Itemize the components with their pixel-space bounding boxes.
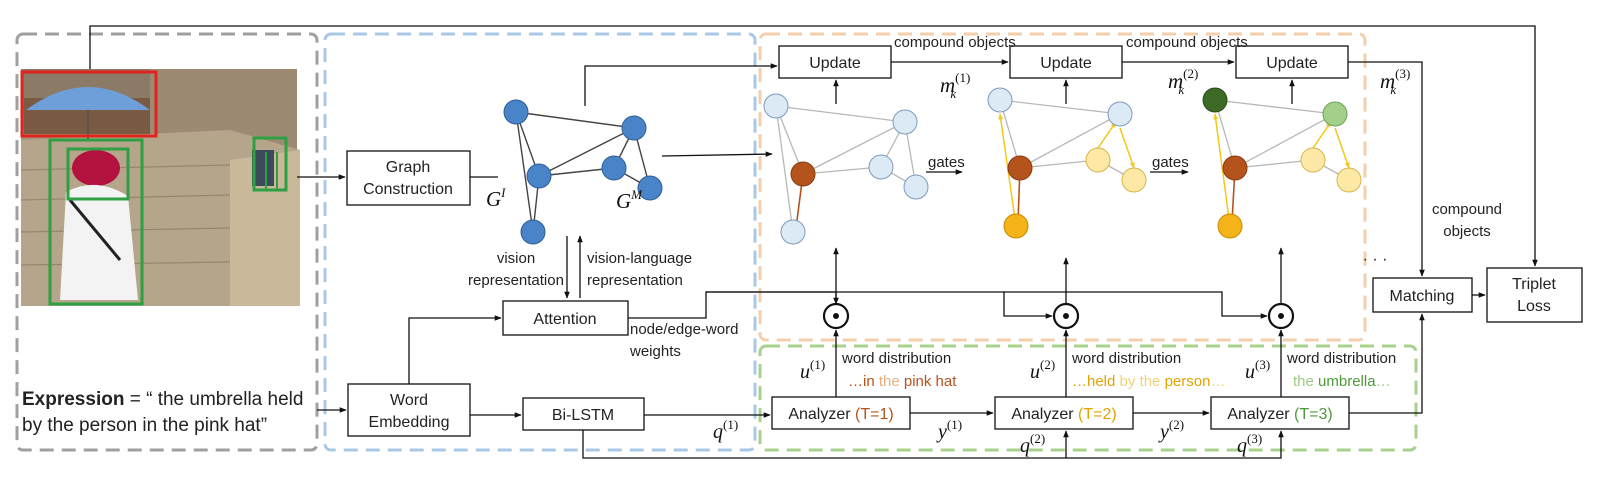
word-embedding-label-2: Embedding [369,414,450,431]
phrase-3-part-1: the [1293,373,1318,390]
word-phrase-3: the umbrella… [1293,373,1391,390]
compound-objects-label-1: compound objects [894,34,1016,51]
product-op-1 [822,302,850,330]
reasoning-graph-1-nodes [763,93,929,245]
person-bbox [48,138,144,306]
attention-box [502,300,629,336]
word-distribution-label-1: word distribution [841,350,951,367]
analyzer-frame [758,344,1418,452]
math-u1: u(1) [800,357,825,383]
math-y2: y(2) [1158,417,1184,443]
compound-objects-label-2: compound objects [1126,34,1248,51]
math-q3: q(3) [1237,431,1262,457]
phrase-2-part-2: by the [1120,373,1165,390]
hat-bbox [66,147,130,201]
ellipsis-label: · · · [1363,251,1388,268]
triplet-loss-label-1: Triplet [1512,276,1556,293]
analyzer-label-3: Analyzer (T=3) [1227,406,1332,423]
math-q2: q(2) [1020,431,1045,457]
update-box-2 [1009,45,1123,79]
word-distribution-label-3: word distribution [1286,350,1396,367]
update-box-1 [778,45,892,79]
vision-representation-label-2: representation [468,272,564,289]
reasoning-graph-3-gated-edges [1213,113,1350,227]
word-phrase-1: …in the pink hat [848,373,957,390]
reasoning-graph-3-nodes [1202,87,1362,239]
expression-line-1: Expression = “ the umbrella held [22,389,303,410]
analyzer-label-2: Analyzer (T=2) [1011,406,1116,423]
math-q1: q(1) [713,417,738,443]
word-distribution-label-2: word distribution [1071,350,1181,367]
math-GM: GM [616,187,643,213]
triplet-loss-label-2: Loss [1517,298,1551,315]
update-box-3 [1235,45,1349,79]
distant-people-bbox [252,136,288,192]
gates-label-2: gates [1152,154,1189,171]
word-embedding-box [347,383,471,437]
main-arrows [89,25,1538,459]
reasoning-frame [758,32,1367,342]
analyzer-box-2 [994,396,1134,430]
update-label-2: Update [1040,55,1092,72]
matching-label: Matching [1390,288,1455,305]
update-label-1: Update [809,55,861,72]
product-op-2 [1052,302,1080,330]
umbrella-bbox [20,70,158,138]
analyzer-label-1: Analyzer (T=1) [788,406,893,423]
word-embedding-label-1: Word [390,392,428,409]
graph-construction-box [346,150,471,206]
math-u2: u(2) [1030,357,1055,383]
phrase-2-part-1: …held [1072,373,1120,390]
math-m2: m(2)k [1168,66,1198,97]
bilstm-label: Bi-LSTM [552,407,614,424]
phrase-2-part-3: person [1165,373,1211,390]
gates-label-1: gates [928,154,965,171]
product-op-3 [1267,302,1295,330]
phrase-3-part-2: umbrella [1318,373,1376,390]
phrase-3-part-3: … [1376,373,1391,390]
compound-objects-label-3a: compound [1432,201,1502,218]
vision-language-label-1: vision-language [587,250,692,267]
graph-construction-label-1: Graph [386,159,430,176]
phrase-1-part-3: pink hat [904,373,957,390]
vision-representation-label-1: vision [497,250,535,267]
math-m3: m(3)k [1380,66,1410,97]
input-frame [15,32,319,452]
graph-construction-label-2: Construction [363,181,453,198]
phrase-1-part-1: …in [848,373,879,390]
vision-language-label-2: representation [587,272,683,289]
word-phrase-2: …held by the person… [1072,373,1225,390]
input-photo [20,69,300,306]
node-edge-word-weights-label-1: node/edge-word [630,321,738,338]
compound-objects-label-3b: objects [1443,223,1491,240]
reasoning-graph-2-nodes [987,87,1147,239]
attention-label: Attention [533,311,596,328]
phrase-1-part-2: the [879,373,904,390]
graph-frame [323,32,757,452]
phrase-2-part-4: … [1210,373,1225,390]
update-label-3: Update [1266,55,1318,72]
math-GI: GI [486,185,506,211]
analyzer-box-1 [771,396,911,430]
vision-graph-nodes [503,99,663,245]
expression-line-2: by the person in the pink hat” [22,415,267,436]
math-u3: u(3) [1245,357,1270,383]
node-edge-word-weights-label-2: weights [629,343,681,360]
math-y1: y(1) [936,417,962,443]
triplet-loss-box [1486,267,1583,323]
math-m1: m(1)k [940,70,970,101]
